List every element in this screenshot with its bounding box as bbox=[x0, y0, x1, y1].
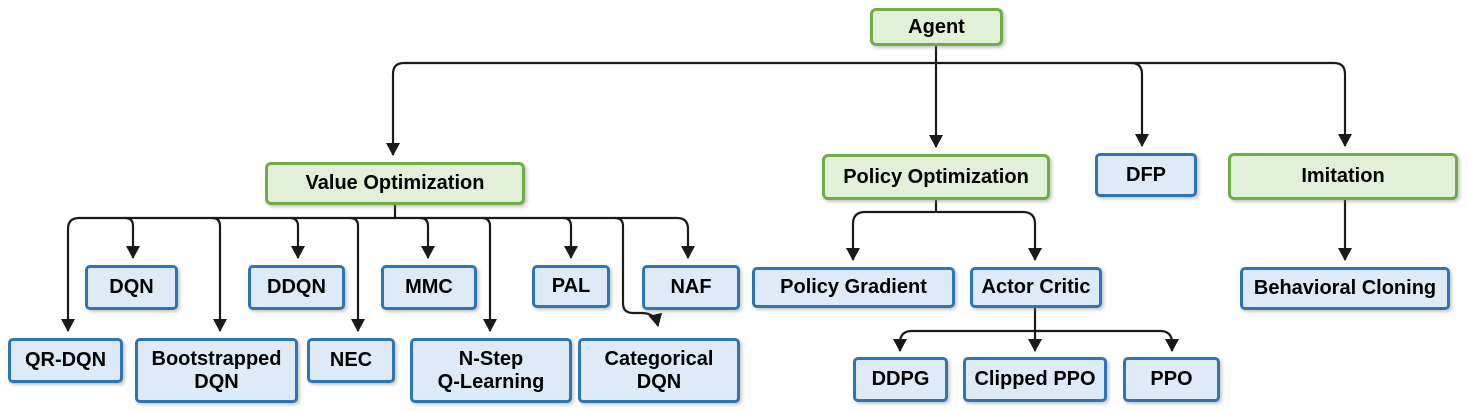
edge-to-bootstrapped-dqn bbox=[211, 216, 227, 332]
node-label: Actor Critic bbox=[981, 276, 1091, 299]
node-behavioral-cloning: Behavioral Cloning bbox=[1240, 267, 1450, 310]
node-naf: NAF bbox=[642, 265, 740, 310]
node-label: DDPG bbox=[871, 368, 930, 391]
node-dfp: DFP bbox=[1095, 153, 1197, 197]
node-label-line: Q-Learning bbox=[437, 370, 545, 393]
node-agent: Agent bbox=[870, 8, 1003, 46]
edge-top-to-dfp bbox=[1130, 61, 1149, 147]
node-actor-critic: Actor Critic bbox=[970, 267, 1102, 308]
node-label: Policy Optimization bbox=[843, 165, 1029, 188]
node-ppo: PPO bbox=[1123, 357, 1220, 402]
node-policy-optimization: Policy Optimization bbox=[822, 154, 1050, 200]
node-label: MMC bbox=[405, 276, 453, 299]
node-pal: PAL bbox=[532, 265, 610, 308]
edge-to-ppo bbox=[1036, 329, 1179, 352]
node-qr-dqn: QR-DQN bbox=[8, 338, 123, 383]
node-label: DFP bbox=[1126, 163, 1166, 186]
node-label-line: Categorical bbox=[604, 348, 714, 371]
edge-to-actor-critic bbox=[937, 210, 1042, 261]
edge-top-to-imitation bbox=[1333, 61, 1352, 147]
node-mmc: MMC bbox=[381, 265, 477, 310]
node-label-line: DQN bbox=[636, 370, 682, 393]
edge-to-pal bbox=[562, 216, 578, 259]
node-label: Value Optimization bbox=[305, 172, 485, 195]
node-label: QR-DQN bbox=[24, 349, 107, 372]
edge-to-qr-dqn bbox=[61, 216, 80, 332]
node-ddpg: DDPG bbox=[853, 357, 948, 402]
node-ddqn: DDQN bbox=[248, 265, 345, 310]
node-label-line: Bootstrapped bbox=[151, 348, 282, 371]
edge-to-dqn bbox=[124, 216, 140, 259]
node-label: NEC bbox=[329, 349, 373, 372]
edge-to-mmc bbox=[419, 216, 435, 259]
node-label-line: N-Step bbox=[458, 348, 524, 371]
node-label: NAF bbox=[670, 276, 712, 299]
edge-top-rail-and-value-optimization bbox=[386, 61, 1334, 156]
node-policy-gradient: Policy Gradient bbox=[752, 267, 955, 308]
node-imitation: Imitation bbox=[1228, 153, 1458, 200]
node-label: Policy Gradient bbox=[780, 276, 927, 299]
node-label: Behavioral Cloning bbox=[1253, 277, 1437, 300]
edge-to-n-step-q-learning bbox=[481, 216, 497, 332]
node-label: DQN bbox=[109, 276, 154, 299]
node-dqn: DQN bbox=[85, 265, 178, 310]
edge-to-categorical-dqn bbox=[614, 216, 663, 327]
node-label-line: DQN bbox=[194, 370, 239, 393]
node-label: Agent bbox=[908, 15, 965, 38]
node-label: Clipped PPO bbox=[974, 368, 1096, 391]
edge-to-ddqn bbox=[289, 216, 305, 259]
node-label: DDQN bbox=[267, 276, 326, 299]
node-label: Imitation bbox=[1301, 165, 1385, 188]
node-clipped-ppo: Clipped PPO bbox=[963, 357, 1107, 402]
node-nec: NEC bbox=[307, 338, 395, 383]
node-label: PPO bbox=[1150, 368, 1193, 391]
node-label: PAL bbox=[551, 275, 591, 298]
node-value-optimization: Value Optimization bbox=[265, 162, 525, 205]
edge-to-naf bbox=[676, 216, 695, 259]
edge-to-nec bbox=[349, 216, 365, 332]
edge-to-policy-gradient bbox=[846, 210, 935, 261]
edge-to-ddpg bbox=[893, 329, 1034, 352]
